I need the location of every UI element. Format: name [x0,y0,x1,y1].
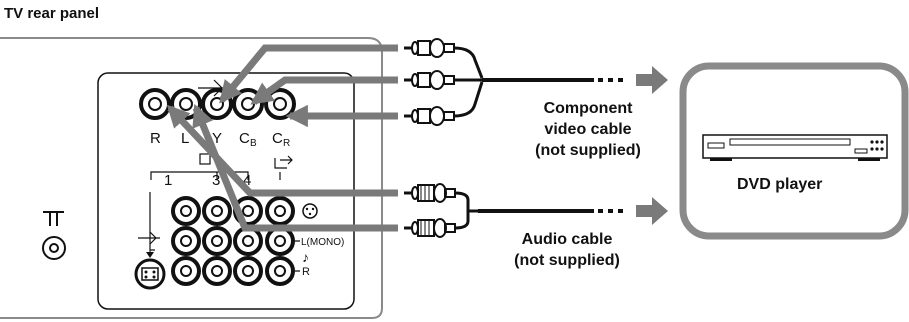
jack-audio-r-out [265,256,295,286]
svideo-input-icon [138,231,160,245]
audio-cable-label: Audio cable (not supplied) [497,229,637,271]
label-y: Y [212,130,222,147]
antenna-input [42,211,66,260]
label-c2: C [272,130,283,147]
input-number-1: 1 [164,172,172,189]
component-jacks [139,88,296,120]
label-sub-r: R [283,138,290,149]
jack-video-3 [202,196,232,226]
jack-audio-r-3 [202,256,232,286]
jack-r-top [139,88,171,120]
component-cable-line2: video cable [544,121,632,138]
component-plug-3 [404,106,455,126]
jack-audio-r-4 [233,256,263,286]
component-plugs [404,38,623,126]
input-number-4: 4 [243,172,251,189]
music-note-icon: ♪ [302,249,309,265]
label-l-mono: L(MONO) [301,237,344,248]
component-plug-2 [404,70,455,90]
jack-video-out [265,196,295,226]
input-number-3: 3 [212,172,220,189]
audio-plug-1 [404,183,456,203]
arrow-to-dvd-bottom [636,197,668,225]
rear-jack-grid [171,196,295,286]
label-c1: C [239,130,250,147]
label-sub-b: B [250,138,257,149]
label-r: R [150,130,161,147]
audio-plug-2 [404,218,456,238]
audio-cable-line1: Audio cable [521,231,613,248]
component-cable-label: Component video cable (not supplied) [518,98,658,161]
dvd-player-box [679,62,909,240]
jack-audio-r-1 [171,256,201,286]
diagram-title: TV rear panel [4,5,100,22]
label-l: L [181,130,189,147]
dvd-player-label: DVD player [737,176,823,193]
svideo-jack [134,258,166,290]
jack-audio-l-1 [171,226,201,256]
jack-audio-l-out [265,226,295,256]
monitor-in-icon [199,153,211,165]
jack-audio-l-3 [202,226,232,256]
audio-cable-line2: (not supplied) [514,252,620,269]
video-icon [302,203,318,219]
component-cable-line1: Component [543,100,633,117]
tv-panel-outline [0,37,383,319]
arrow-to-dvd-top [636,66,668,94]
label-r-side: R [302,266,310,278]
jack-cb [232,88,264,120]
component-cable-line3: (not supplied) [535,142,641,159]
jack-audio-l-4 [233,226,263,256]
audio-plugs [404,183,623,238]
component-arrows [219,44,398,128]
jack-video-1 [171,196,201,226]
audio-arrows [166,103,398,232]
dvd-player-icon [702,134,888,161]
monitor-out-icon [274,155,293,169]
component-plug-1 [404,38,455,58]
